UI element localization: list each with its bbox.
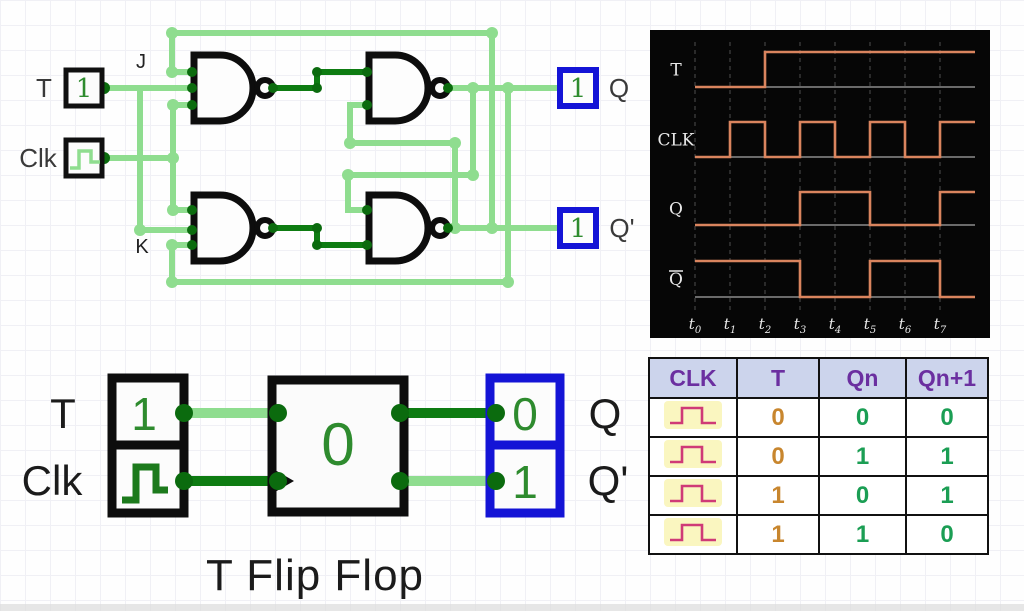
qn-cell: 1 [818, 514, 907, 555]
t-cell: 0 [736, 436, 820, 477]
block-output-box: 0 1 [485, 373, 565, 518]
qn1-cell: 1 [905, 436, 989, 477]
qn1-cell: 0 [905, 514, 989, 555]
t-cell: 0 [736, 397, 820, 438]
block-t-label: T [50, 390, 76, 437]
block-q-label: Q [589, 390, 622, 437]
clk-pulse-cell [648, 436, 738, 477]
block-clk-label: Clk [22, 457, 84, 504]
block-input-box[interactable]: 1 [107, 373, 189, 518]
tick-label: t2 [759, 315, 771, 336]
tick-label: t3 [794, 315, 806, 336]
block-t-value: 1 [131, 388, 157, 440]
qn1-cell: 0 [905, 397, 989, 438]
clk-input-label: Clk [19, 143, 58, 173]
nand-gates [190, 51, 451, 265]
header-qn: Qn [818, 357, 907, 399]
flipflop-state-value: 0 [321, 411, 354, 478]
clk-input-box[interactable] [63, 137, 105, 179]
k-node-label: K [135, 236, 149, 258]
flipflop-body: 0 [267, 375, 409, 517]
t-flipflop-block-diagram: 1 0 0 1 T Clk Q Q' T Flip Flop [22, 373, 629, 600]
qprime-output-box [557, 207, 599, 249]
truth-table-header-row: CLK T Qn Qn+1 [648, 357, 989, 399]
qn-cell: 1 [818, 436, 907, 477]
clock-pulse-icon [664, 439, 722, 468]
qprime-output-value: 1 [570, 214, 587, 244]
q-output-box [557, 67, 599, 109]
tick-label: t7 [934, 315, 947, 336]
qprime-output-label: Q' [609, 213, 634, 243]
timing-diagram-panel: t0 t1 t2 t3 t4 t5 t6 t7 T CLK Q Q [650, 30, 990, 338]
clock-pulse-icon [664, 400, 722, 429]
t-input-label: T [36, 73, 52, 103]
clk-pulse-cell [648, 514, 738, 555]
timing-diagram: t0 t1 t2 t3 t4 t5 t6 t7 T CLK Q Q [658, 42, 975, 336]
tick-label: t4 [829, 315, 841, 336]
clk-pulse-cell [648, 475, 738, 516]
tick-label: t1 [724, 315, 736, 336]
clock-pulse-icon [664, 517, 722, 546]
nand-circuit-diagram: 1 1 1 T Clk J K Q Q' [19, 27, 635, 288]
block-clock-waveform-icon [122, 463, 168, 504]
signal-label: T [670, 61, 682, 81]
signal-trace-q [695, 190, 975, 227]
clock-pulse-icon [664, 478, 722, 507]
signal-label: Q [669, 270, 683, 290]
clock-waveform-icon [70, 149, 100, 170]
t-input-value: 1 [76, 74, 93, 104]
nand-gate-bottom-right [365, 191, 432, 265]
diagram-caption: T Flip Flop [206, 551, 424, 600]
t-cell: 1 [736, 514, 820, 555]
signal-trace-t [695, 50, 975, 89]
nand-gate-top-right [365, 51, 432, 125]
signal-trace-q-bar [695, 259, 975, 299]
block-node-dots [175, 404, 505, 490]
block-qprime-label: Q' [588, 457, 629, 504]
nand-gate-top-left [190, 51, 257, 125]
junction-dots [98, 27, 569, 288]
signal-label: CLK [658, 131, 695, 151]
j-node-label: J [136, 51, 146, 73]
header-qn1: Qn+1 [905, 357, 989, 399]
tick-label: t6 [899, 315, 912, 336]
bottom-edge-band [0, 604, 1024, 611]
wires-low [273, 69, 365, 248]
qn1-cell: 1 [905, 475, 989, 516]
signal-trace-clk [695, 120, 975, 159]
tick-label: t0 [689, 315, 702, 336]
block-qprime-value: 1 [512, 456, 538, 508]
signal-label: Q [669, 200, 683, 220]
header-t: T [736, 357, 820, 399]
clk-pulse-cell [648, 397, 738, 438]
q-output-label: Q [609, 73, 629, 103]
qn-cell: 0 [818, 475, 907, 516]
t-input-box[interactable] [63, 67, 105, 109]
block-q-value: 0 [512, 388, 538, 440]
t-cell: 1 [736, 475, 820, 516]
qn-cell: 0 [818, 397, 907, 438]
tick-label: t5 [864, 315, 876, 336]
nand-gate-bottom-left [190, 191, 257, 265]
q-output-value: 1 [570, 74, 587, 104]
header-clk: CLK [648, 357, 738, 399]
